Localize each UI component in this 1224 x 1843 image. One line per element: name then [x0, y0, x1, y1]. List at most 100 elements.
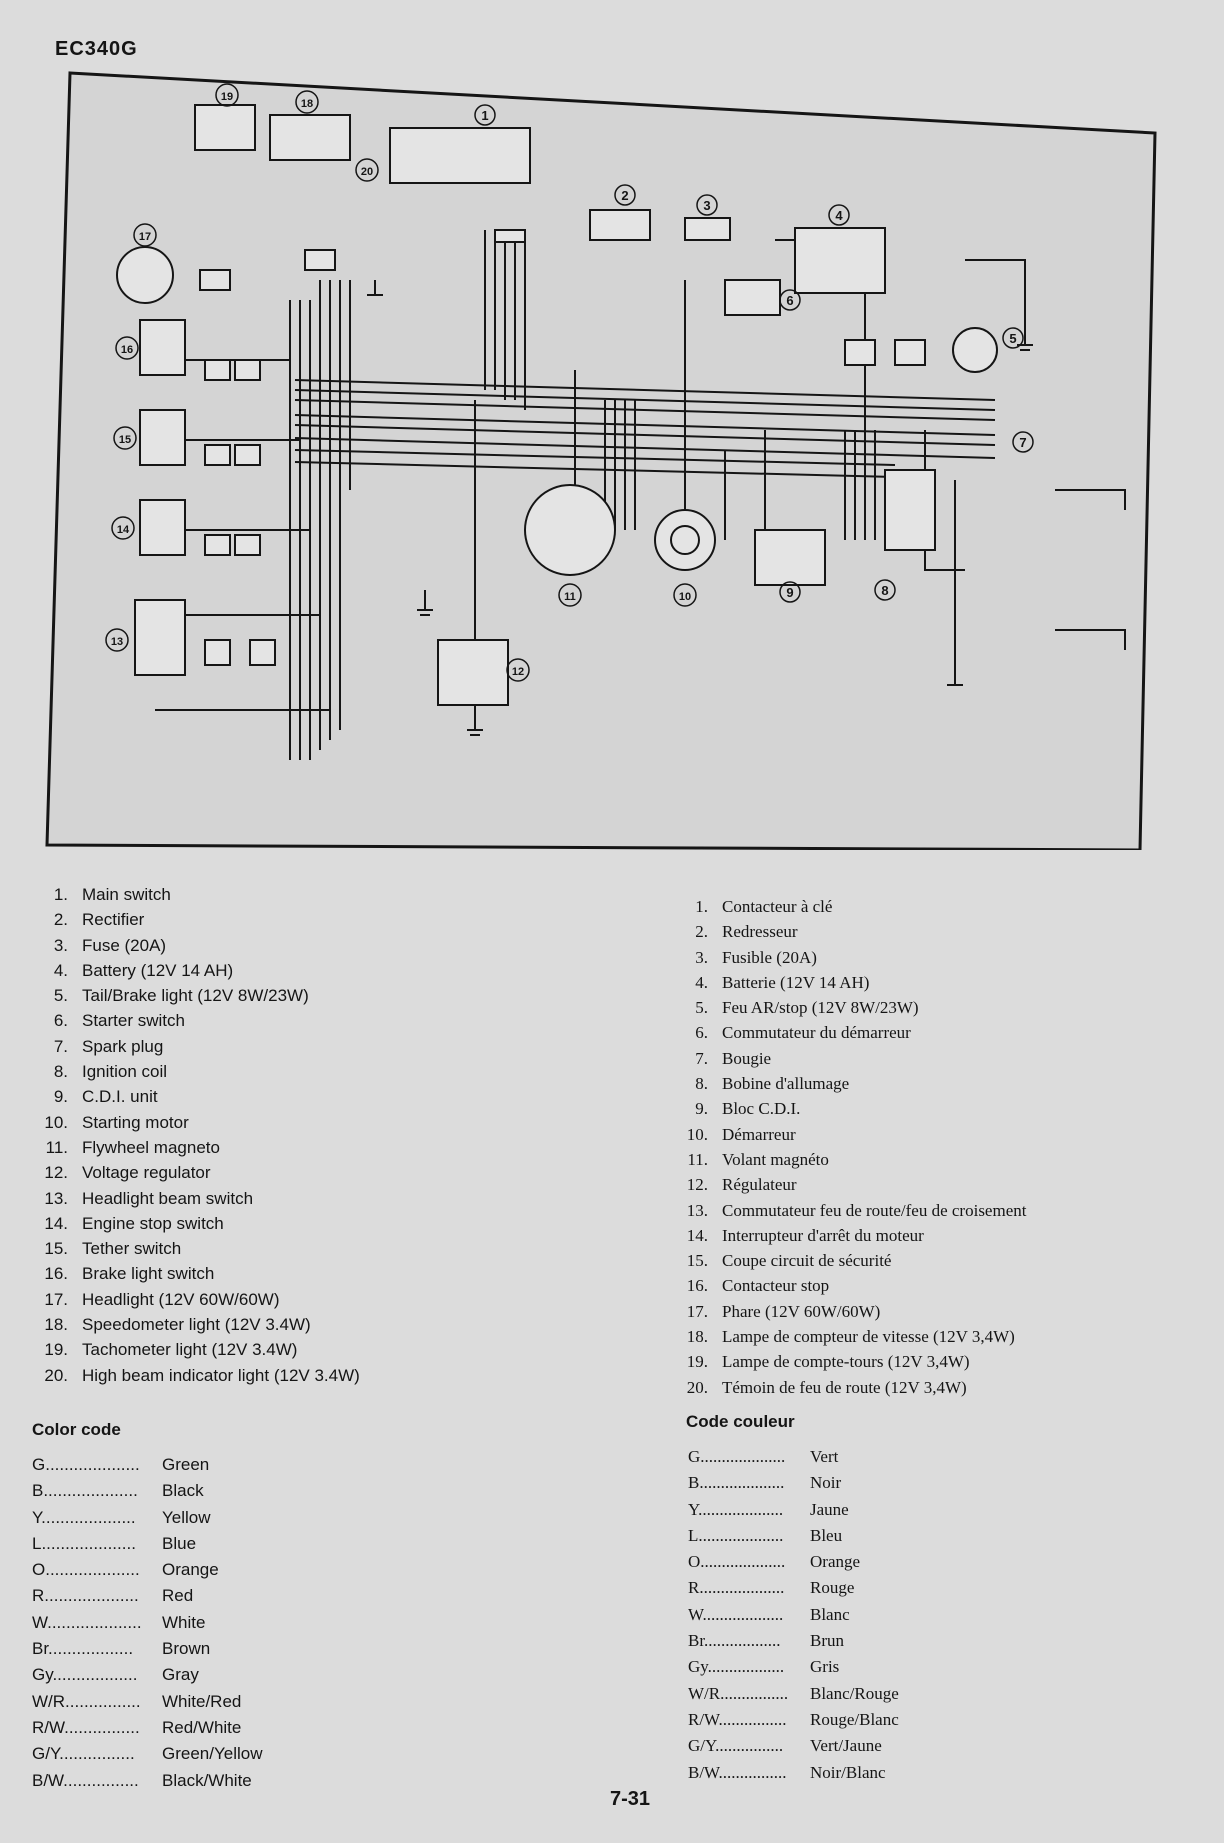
legend-item-text: Redresseur [722, 922, 798, 942]
legend-item-text: Interrupteur d'arrêt du moteur [722, 1225, 924, 1245]
legend-item-text: Ignition coil [82, 1062, 168, 1082]
color-code-abbr: L.................... [32, 1533, 136, 1553]
legend-item: 14. Engine stop switch [30, 1211, 360, 1236]
cdi-unit-box [754, 529, 826, 586]
color-code-item: G/Y................Vert/Jaune [688, 1733, 899, 1759]
legend-item-text: Lampe de compte-tours (12V 3,4W) [722, 1352, 970, 1372]
callout-4-label: 4 [835, 208, 843, 223]
legend-item-text: Voltage regulator [82, 1163, 211, 1183]
legend-item: 14.Interrupteur d'arrêt du moteur [670, 1223, 1026, 1248]
callout-5-label: 5 [1009, 331, 1016, 346]
callout-16 [115, 336, 139, 360]
legend-item-number: 17. [686, 1301, 708, 1321]
legend-item: 15.Coupe circuit de sécurité [670, 1248, 1026, 1273]
legend-item: 2.Redresseur [670, 919, 1026, 944]
color-code-item: Gy..................Gris [688, 1654, 899, 1680]
callout-18 [295, 90, 319, 114]
legend-item-number: 14. [44, 1213, 68, 1233]
legend-item-text: Engine stop switch [82, 1213, 224, 1233]
color-code-abbr: G.................... [32, 1455, 140, 1474]
legend-item-text: Contacteur à clé [722, 897, 833, 916]
color-code-abbr: Gy.................. [688, 1657, 785, 1677]
color-code-name: Black [162, 1481, 204, 1501]
legend-item-number: 19. [44, 1340, 68, 1360]
legend-item-number: 2. [53, 910, 68, 930]
legend-item-number: 8. [695, 1074, 708, 1094]
callout-9-label: 9 [786, 585, 793, 600]
color-code-abbr: Gy.................. [32, 1665, 138, 1685]
legend-item-text: Bobine d'allumage [722, 1074, 850, 1094]
legend-item: 15.Tether switch [30, 1236, 360, 1261]
legend-item: 16.Brake light switch [30, 1261, 360, 1286]
legend-item: 18.Speedometer light (12V 3.4W) [30, 1312, 360, 1337]
legend-item-number: 7. [695, 1048, 708, 1068]
color-code-item: Br.................. Brun [688, 1628, 899, 1654]
callout-15-label: 15 [119, 434, 131, 446]
legend-item-number: 8. [53, 1062, 68, 1082]
color-code-name: Bleu [810, 1525, 843, 1545]
color-code-heading-fr: Code couleur [686, 1412, 795, 1431]
color-code-name: White [162, 1612, 206, 1632]
legend-item-number: 15. [686, 1251, 708, 1271]
color-code-name: Vert [810, 1447, 839, 1466]
legend-item-text: Bloc C.D.I. [722, 1099, 801, 1119]
color-code-abbr: L.................... [688, 1525, 784, 1545]
legend-item: 8. Ignition coil [30, 1059, 360, 1084]
legend-item-text: High beam indicator light (12V 3.4W) [82, 1365, 360, 1385]
legend-item-number: 18. [686, 1327, 708, 1347]
color-code-item: R....................Red [32, 1583, 263, 1609]
callout-1-label: 1 [481, 108, 488, 123]
legend-item: 6.Starter switch [30, 1008, 360, 1033]
color-code-item: G/Y................Green/Yellow [32, 1741, 263, 1767]
legend-item-number: 18. [44, 1315, 68, 1335]
speedometer-light-box [269, 114, 351, 161]
color-code-abbr: R.................... [688, 1578, 785, 1598]
legend-item: 1.Contacteur à clé [670, 894, 1026, 919]
color-code-name: Orange [810, 1552, 861, 1572]
wiring-diagram: 1 2 3 4 5 6 7 8 9 10 11 12 13 14 15 16 1… [45, 70, 1175, 850]
color-code-abbr: G.................... [688, 1447, 786, 1466]
color-code-name: Green [162, 1455, 210, 1474]
legend-item: 11.Volant magnéto [670, 1147, 1026, 1172]
legend-item-text: Starting motor [82, 1112, 189, 1132]
legend-item: 6.Commutateur du démarreur [670, 1020, 1026, 1045]
color-code-name: Black/White [162, 1770, 252, 1790]
color-code-item: B....................Black [32, 1478, 263, 1504]
color-code-item: R/W................Rouge/Blanc [688, 1707, 899, 1733]
color-code-item: W/R................White/Red [32, 1689, 263, 1715]
color-code-abbr: O.................... [32, 1560, 140, 1580]
legend-item-number: 19. [686, 1352, 708, 1372]
legend-item-number: 11. [45, 1137, 68, 1157]
callout-20 [355, 158, 379, 182]
color-code-abbr: Br.................. [688, 1631, 781, 1651]
legend-item-text: Starter switch [82, 1011, 185, 1031]
legend-item: 7.Bougie [670, 1046, 1026, 1071]
legend-item: 10.Démarreur [670, 1122, 1026, 1147]
color-code-name: Noir/Blanc [810, 1762, 886, 1782]
color-code-name: Jaune [810, 1499, 849, 1519]
color-code-abbr: B.................... [688, 1473, 785, 1493]
callout-7 [1012, 431, 1034, 453]
color-code-item: Y....................Yellow [32, 1505, 263, 1531]
color-code-name: Blanc [810, 1604, 850, 1624]
callout-5 [1002, 327, 1024, 349]
color-code-item: R/W................Red/White [32, 1715, 263, 1741]
color-code-abbr: W................... [688, 1604, 784, 1624]
callout-12 [506, 658, 530, 682]
legend-item: 20.Témoin de feu de route (12V 3,4W) [670, 1375, 1026, 1400]
color-code-name: Red [162, 1586, 194, 1606]
callout-10-label: 10 [679, 591, 691, 603]
legend-item-text: Fusible (20A) [722, 947, 817, 967]
legend-item: 9.C.D.I. unit [30, 1084, 360, 1109]
starting-motor-circle [654, 509, 716, 571]
callout-13-label: 13 [111, 636, 123, 648]
color-code-name: Blanc/Rouge [810, 1683, 899, 1703]
color-code-heading-en: Color code [32, 1420, 121, 1439]
legend-item: 9.Bloc C.D.I. [670, 1096, 1026, 1121]
legend-item-text: Brake light switch [82, 1264, 215, 1284]
color-code-name: Brun [810, 1631, 844, 1651]
callout-18-label: 18 [301, 98, 313, 110]
color-code-abbr: Br.................. [32, 1639, 134, 1659]
color-code-name: Red/White [162, 1717, 242, 1737]
